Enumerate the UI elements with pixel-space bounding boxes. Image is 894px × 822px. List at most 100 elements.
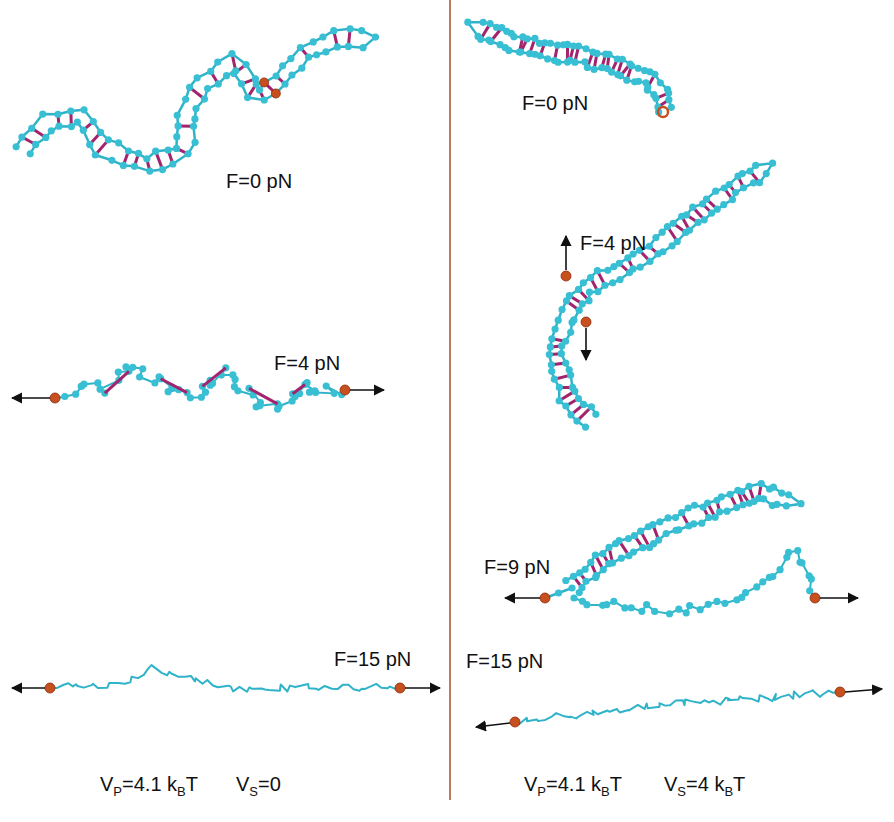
nucleotide-bead xyxy=(609,559,616,566)
potential-parameter: VS=0 xyxy=(236,772,281,800)
nucleotide-bead xyxy=(646,258,653,265)
nucleotide-bead xyxy=(558,306,565,313)
nucleotide-bead xyxy=(797,500,804,507)
nucleotide-bead xyxy=(721,184,728,191)
nucleotide-bead xyxy=(712,188,719,195)
nucleotide-bead xyxy=(190,123,197,130)
nucleotide-bead xyxy=(714,206,721,213)
nucleotide-bead xyxy=(773,501,780,508)
nucleotide-bead xyxy=(609,279,616,286)
subscript-text: B xyxy=(601,784,610,799)
nucleotide-bead xyxy=(151,379,158,386)
strand-backbone xyxy=(16,29,375,171)
nucleotide-bead xyxy=(256,402,263,409)
nucleotide-bead xyxy=(720,201,727,208)
nucleotide-bead xyxy=(753,583,760,590)
nucleotide-bead xyxy=(580,279,587,286)
nucleotide-bead xyxy=(713,497,720,504)
nucleotide-bead xyxy=(261,79,268,86)
nucleotide-bead xyxy=(537,52,544,59)
nucleotide-bead xyxy=(582,578,589,585)
nucleotide-bead xyxy=(587,274,594,281)
nucleotide-bead xyxy=(592,551,599,558)
nucleotide-bead xyxy=(705,514,712,521)
force-label: F=4 pN xyxy=(580,232,646,254)
nucleotide-bead xyxy=(72,391,79,398)
nucleotide-bead xyxy=(652,234,659,241)
nucleotide-bead xyxy=(298,65,305,72)
nucleotide-bead xyxy=(635,78,642,85)
nucleotide-bead xyxy=(74,119,81,126)
nucleotide-bead xyxy=(659,248,666,255)
pulled-end-bead xyxy=(540,593,550,603)
nucleotide-bead xyxy=(664,514,671,521)
nucleotide-bead xyxy=(575,395,582,402)
nucleotide-bead xyxy=(594,267,601,274)
nucleotide-bead xyxy=(745,483,752,490)
nucleotide-bead xyxy=(637,528,644,535)
nucleotide-bead xyxy=(617,72,624,79)
nucleotide-bead xyxy=(68,123,75,130)
nucleotide-bead xyxy=(234,387,241,394)
nucleotide-bead xyxy=(624,254,631,261)
nucleotide-bead xyxy=(686,227,693,234)
nucleotide-bead xyxy=(173,133,180,140)
nucleotide-bead xyxy=(556,384,563,391)
nucleotide-bead xyxy=(242,61,249,68)
nucleotide-bead xyxy=(699,200,706,207)
nucleotide-bead xyxy=(571,59,578,66)
nucleotide-bead xyxy=(758,480,765,487)
pulled-end-bead xyxy=(395,683,405,693)
nucleotide-bead xyxy=(548,361,555,368)
nucleotide-bead xyxy=(637,264,644,271)
nucleotide-bead xyxy=(602,51,609,58)
strand-backbone xyxy=(574,551,815,614)
nucleotide-bead xyxy=(798,559,805,566)
pulled-end-bead xyxy=(50,393,60,403)
nucleotide-bead xyxy=(297,44,304,51)
nucleotide-bead xyxy=(330,27,337,34)
nucleotide-bead xyxy=(120,162,127,169)
nucleotide-bead xyxy=(746,167,753,174)
pulled-end-bead xyxy=(45,683,55,693)
nucleotide-bead xyxy=(464,19,471,26)
nucleotide-bead xyxy=(794,547,801,554)
nucleotide-bead xyxy=(657,79,664,86)
nucleotide-bead xyxy=(697,606,704,613)
nucleotide-bead xyxy=(664,223,671,230)
nucleotide-bead xyxy=(131,163,138,170)
nucleotide-bead xyxy=(760,495,767,502)
nucleotide-bead xyxy=(698,520,705,527)
nucleotide-bead xyxy=(570,573,577,580)
nucleotide-bead xyxy=(555,589,562,596)
nucleotide-bead xyxy=(54,111,61,118)
nucleotide-bead xyxy=(214,58,221,65)
pulled-end-bead xyxy=(510,717,520,727)
nucleotide-bead xyxy=(505,47,512,54)
nucleotide-bead xyxy=(644,86,651,93)
nucleotide-bead xyxy=(319,33,326,40)
end-marker-ring xyxy=(658,107,668,117)
nucleotide-bead xyxy=(582,423,589,430)
nucleotide-bead xyxy=(646,243,653,250)
force-label: F=0 pN xyxy=(522,92,588,114)
pulled-end-bead xyxy=(260,78,269,87)
parameter-text: V xyxy=(100,773,113,795)
nucleotide-bead xyxy=(576,307,583,314)
nucleotide-bead xyxy=(570,594,577,601)
nucleotide-bead xyxy=(594,288,601,295)
nucleotide-bead xyxy=(566,366,573,373)
nucleotide-bead xyxy=(599,550,606,557)
nucleotide-bead xyxy=(554,42,561,49)
nucleotide-bead xyxy=(152,148,159,155)
force-arrow xyxy=(845,689,882,692)
nucleotide-bead xyxy=(129,364,136,371)
nucleotide-bead xyxy=(690,520,697,527)
nucleotide-bead xyxy=(601,282,608,289)
nucleotide-bead xyxy=(759,578,766,585)
nucleotide-bead xyxy=(700,503,707,510)
nucleotide-bead xyxy=(487,38,494,45)
nucleotide-bead xyxy=(752,162,759,169)
nucleotide-bead xyxy=(734,173,741,180)
nucleotide-bead xyxy=(583,601,590,608)
